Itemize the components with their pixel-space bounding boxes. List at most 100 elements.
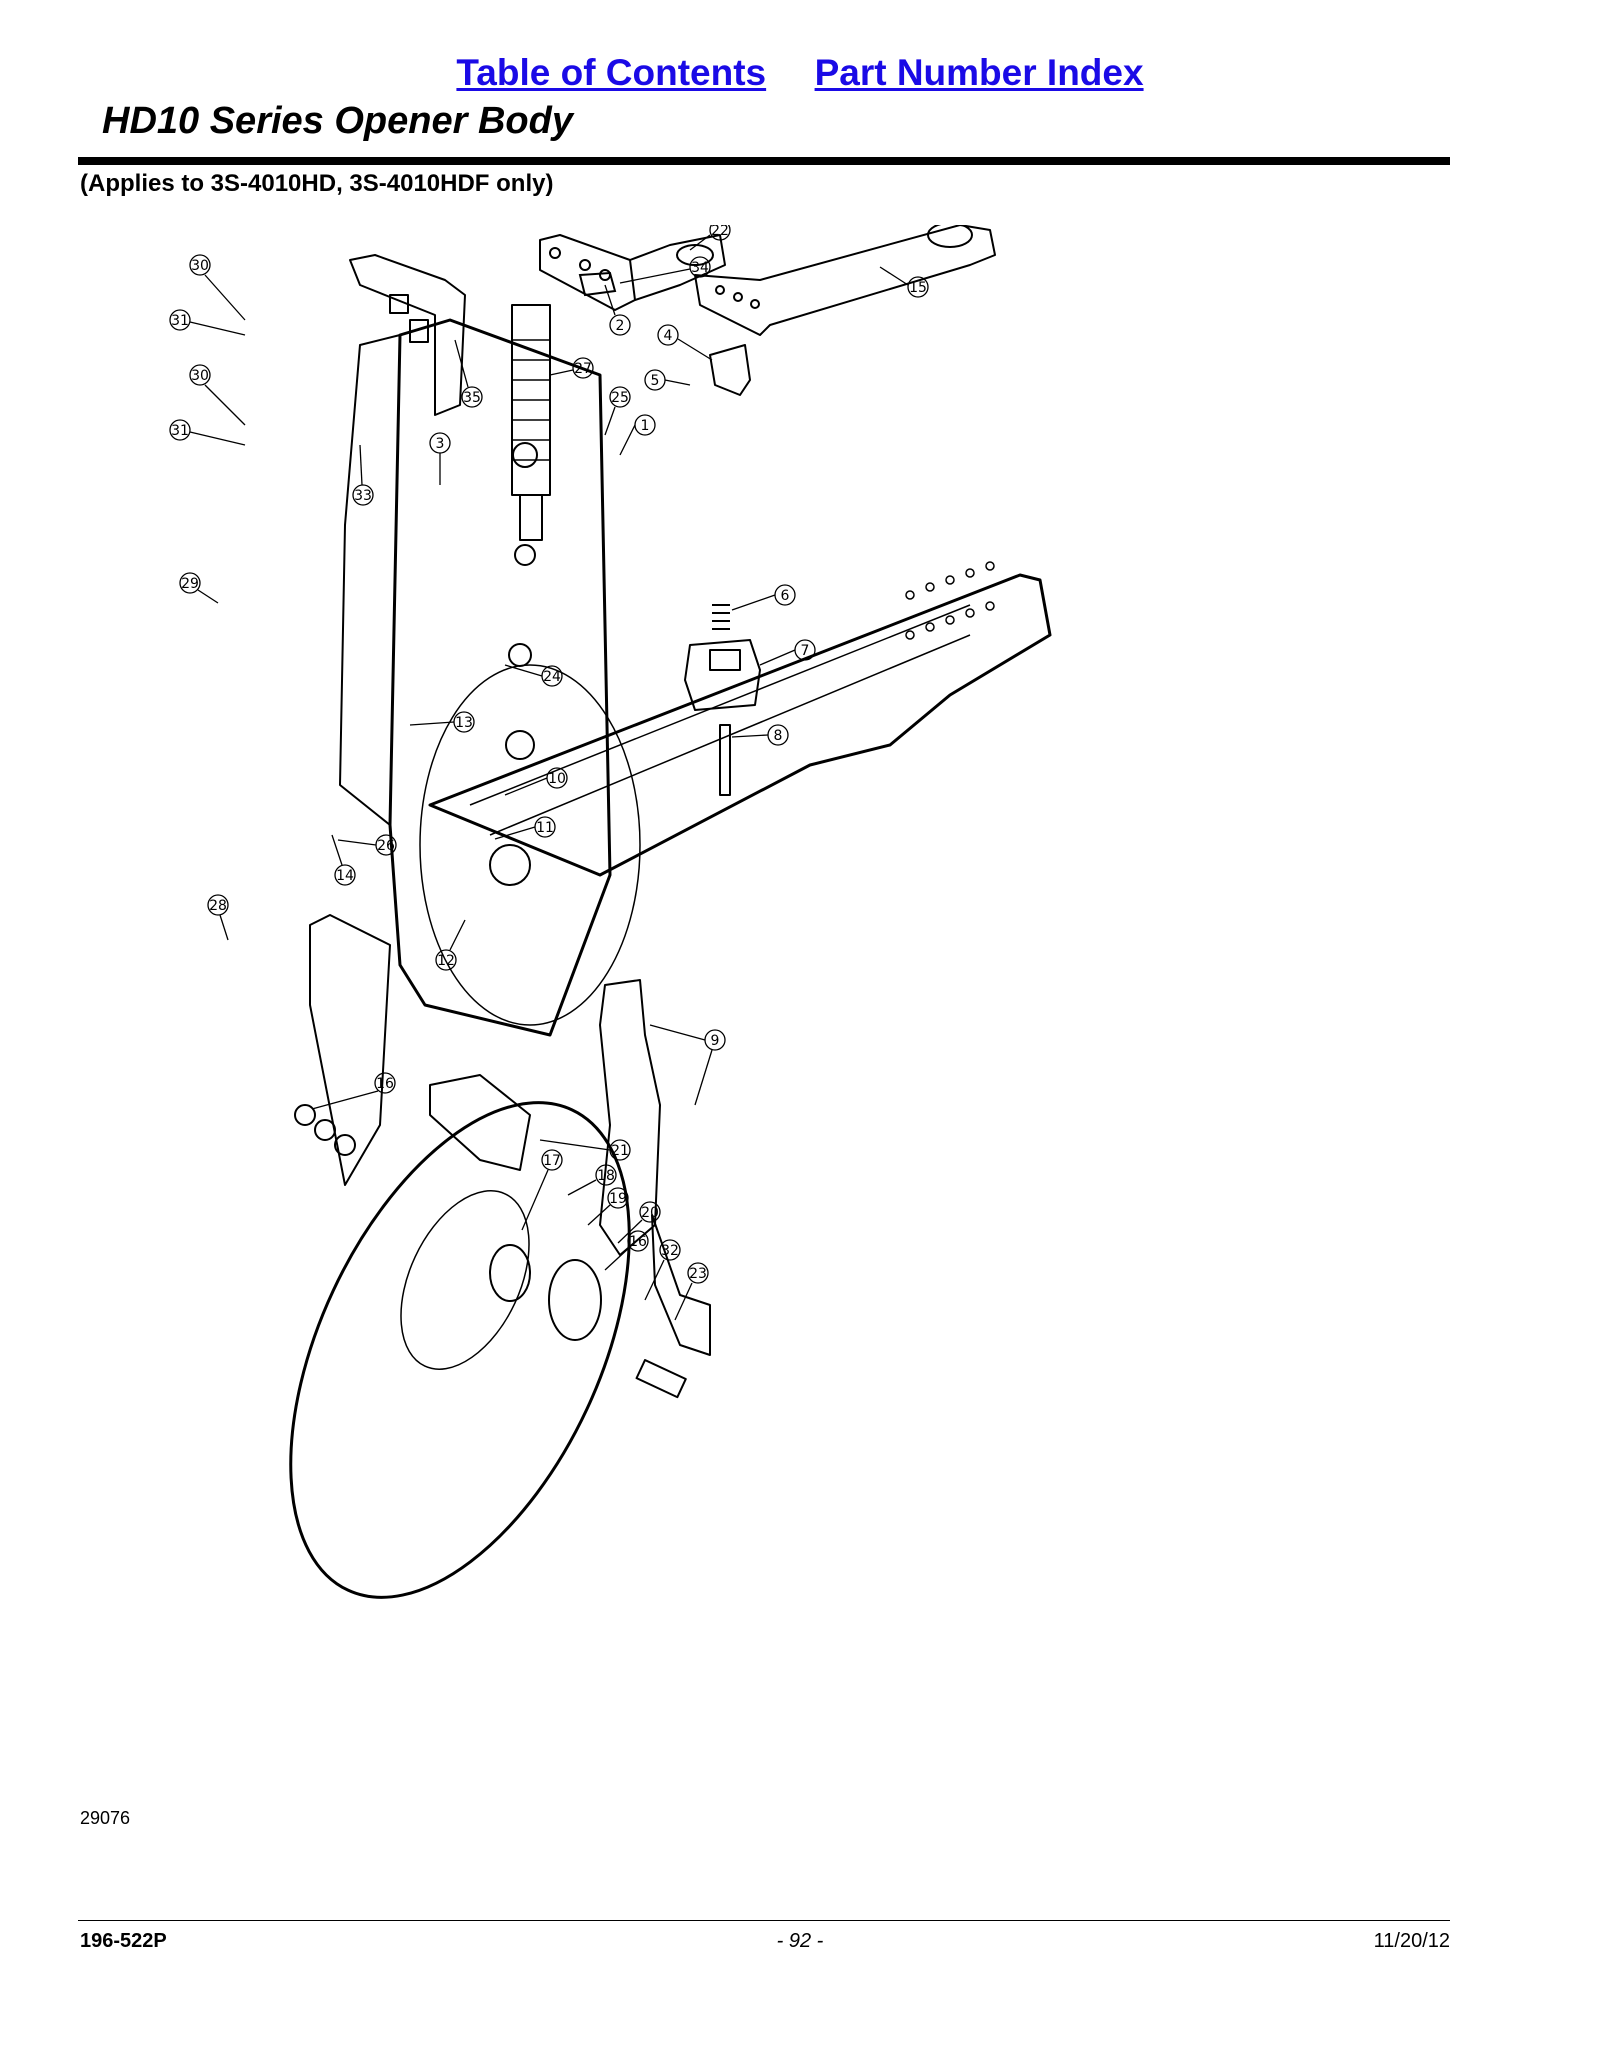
callout-11: 11: [494, 816, 556, 840]
bracket-plate: [539, 234, 726, 311]
svg-text:31: 31: [171, 423, 189, 439]
callout-5: 5: [644, 369, 691, 391]
callout-22: 22: [689, 225, 731, 251]
svg-text:13: 13: [455, 715, 473, 731]
callout-16-hub: 16: [604, 1230, 649, 1271]
callout-14: 14: [331, 834, 356, 886]
svg-text:4: 4: [664, 328, 673, 344]
svg-text:24: 24: [543, 669, 561, 685]
svg-text:12: 12: [437, 953, 455, 969]
svg-text:21: 21: [611, 1143, 629, 1159]
svg-text:28: 28: [209, 898, 227, 914]
callout-23: 23: [674, 1262, 709, 1321]
svg-text:1: 1: [641, 418, 650, 434]
hub: [548, 1259, 602, 1341]
callout-31-mid: 31: [169, 419, 246, 446]
table-of-contents-link[interactable]: Table of Contents: [456, 52, 767, 93]
svg-text:34: 34: [691, 260, 709, 276]
callout-30-top: 30: [189, 254, 246, 321]
depth-handle: [709, 344, 751, 396]
svg-text:19: 19: [609, 1191, 627, 1207]
callout-16: 16: [311, 1072, 396, 1110]
header-divider: [78, 157, 1450, 165]
svg-text:18: 18: [597, 1168, 615, 1184]
svg-text:23: 23: [689, 1266, 707, 1282]
scraper-blade: [309, 914, 391, 1186]
main-arm: [428, 561, 1052, 877]
callout-1: 1: [619, 414, 656, 456]
disc-hub-plate: [400, 1190, 530, 1370]
page-subtitle: (Applies to 3S-4010HD, 3S-4010HDF only): [80, 170, 554, 197]
svg-text:17: 17: [543, 1153, 561, 1169]
gauge-wheel-arm: [429, 1074, 531, 1171]
mount-bracket: [349, 254, 466, 416]
figure-id: 29076: [80, 1808, 131, 1828]
svg-text:16: 16: [629, 1234, 647, 1250]
svg-text:26: 26: [377, 838, 395, 854]
part-number-index-link[interactable]: Part Number Index: [814, 52, 1144, 93]
opener-disc: [289, 1101, 631, 1599]
svg-text:2: 2: [616, 318, 625, 334]
callout-8: 8: [731, 724, 789, 746]
svg-text:15: 15: [909, 280, 927, 296]
svg-text:14: 14: [336, 868, 354, 884]
callout-30-mid: 30: [189, 364, 246, 426]
callout-4: 4: [657, 324, 713, 361]
callout-19: 19: [587, 1187, 629, 1226]
svg-text:20: 20: [641, 1205, 659, 1221]
revision-date: 11/20/12: [1373, 1930, 1450, 1952]
spring: [511, 304, 551, 541]
callout-27: 27: [549, 357, 594, 379]
callout-15: 15: [879, 266, 929, 298]
small-spring: [712, 604, 730, 630]
bearing: [489, 1244, 531, 1302]
page-title: HD10 Series Opener Body: [102, 100, 573, 142]
parts-diagram: 1 2 3 4 5 6 7 8 9 10 11 12 13 14 15 16 1…: [289, 225, 1052, 1599]
callout-20: 20: [617, 1201, 661, 1244]
arm-bracket: [694, 225, 996, 336]
callout-34-top: 34: [578, 256, 711, 297]
svg-text:27: 27: [574, 361, 592, 377]
svg-text:10: 10: [548, 771, 566, 787]
svg-text:25: 25: [611, 390, 629, 406]
callout-10: 10: [504, 767, 568, 796]
callout-3: 3: [429, 432, 451, 485]
callout-29: 29: [179, 572, 219, 604]
callout-25: 25: [604, 386, 631, 436]
svg-text:31: 31: [171, 313, 189, 329]
callout-6: 6: [731, 584, 796, 611]
callout-13: 13: [409, 711, 475, 733]
svg-text:29: 29: [181, 576, 199, 592]
callout-7: 7: [759, 639, 816, 666]
left-callouts: 28 29 30 31 30 31: [169, 254, 246, 941]
washer-stack: [294, 1104, 356, 1156]
callout-2: 2: [604, 284, 631, 336]
svg-text:9: 9: [711, 1033, 720, 1049]
callout-28-left: 28: [207, 894, 229, 941]
callout-24: 24: [504, 664, 563, 687]
svg-text:11: 11: [536, 820, 554, 836]
hub-bolt: [635, 1359, 687, 1399]
document-number: 196-522P: [80, 1930, 167, 1952]
svg-text:5: 5: [651, 373, 660, 389]
svg-text:7: 7: [801, 643, 810, 659]
frame-plate: [339, 318, 612, 1037]
callout-17: 17: [521, 1149, 563, 1231]
page-number: - 92 -: [776, 1930, 824, 1952]
callout-26: 26: [337, 834, 397, 856]
svg-text:22: 22: [711, 225, 729, 239]
svg-text:8: 8: [774, 728, 783, 744]
gauge-wheel-outline: [419, 664, 641, 1026]
top-navigation: Table of Contents Part Number Index: [0, 52, 1600, 94]
svg-text:30: 30: [191, 368, 209, 384]
depth-stop-block: [684, 639, 761, 711]
callout-12: 12: [435, 919, 466, 971]
svg-text:30: 30: [191, 258, 209, 274]
svg-text:3: 3: [436, 436, 445, 452]
callout-21: 21: [539, 1139, 631, 1161]
svg-text:6: 6: [781, 588, 790, 604]
callout-31-top: 31: [169, 309, 246, 336]
footer-divider: [78, 1920, 1450, 1921]
top-callouts: 34: [578, 256, 711, 297]
svg-text:16: 16: [376, 1076, 394, 1092]
